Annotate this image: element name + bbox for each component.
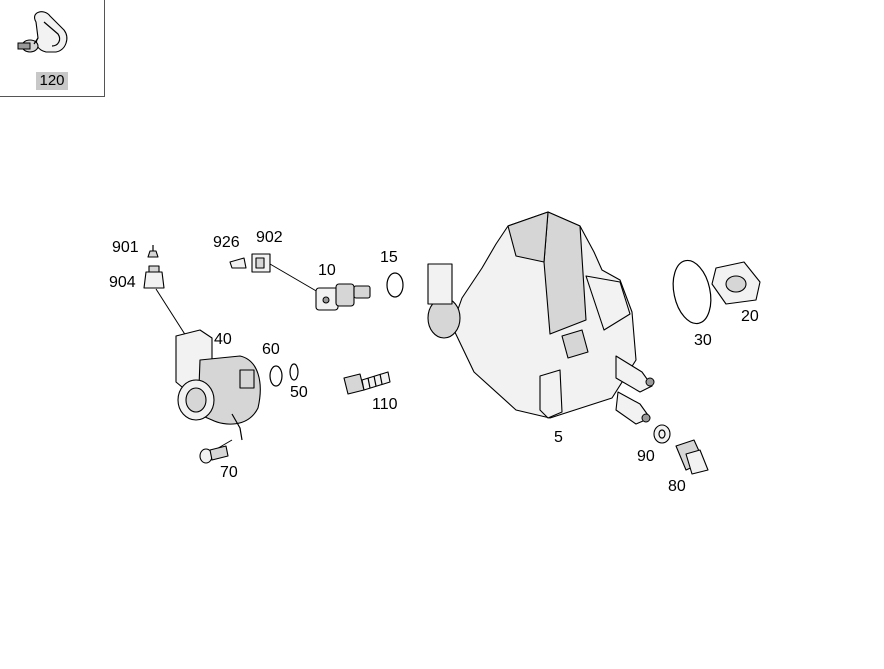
callout-110[interactable]: 110 xyxy=(372,396,398,413)
hose-clamp-icon xyxy=(17,11,68,53)
part-80-fitting[interactable] xyxy=(675,439,709,475)
part-70-screw[interactable] xyxy=(199,445,229,464)
callout-50[interactable]: 50 xyxy=(290,384,308,401)
callout-40[interactable]: 40 xyxy=(214,331,232,348)
callout-20[interactable]: 20 xyxy=(741,308,759,325)
part-90-washer[interactable] xyxy=(653,424,671,444)
part-902-connector[interactable] xyxy=(251,253,271,273)
callout-15[interactable]: 15 xyxy=(380,249,398,266)
callout-926[interactable]: 926 xyxy=(213,234,240,251)
callout-901[interactable]: 901 xyxy=(112,239,139,256)
part-5-high-pressure-pump[interactable] xyxy=(427,211,655,425)
callout-904[interactable]: 904 xyxy=(109,274,136,291)
callout-60[interactable]: 60 xyxy=(262,341,280,358)
leader-902 xyxy=(269,263,319,293)
part-50-o-ring[interactable] xyxy=(289,363,299,381)
part-901-plug[interactable] xyxy=(147,245,159,258)
callout-80[interactable]: 80 xyxy=(668,478,686,495)
callout-10[interactable]: 10 xyxy=(318,262,336,279)
inset-panel: 120 xyxy=(0,0,105,97)
callout-5[interactable]: 5 xyxy=(554,429,563,446)
callout-70[interactable]: 70 xyxy=(220,464,238,481)
part-10-sensor[interactable] xyxy=(315,283,371,311)
part-20-cover[interactable] xyxy=(711,261,761,305)
part-110-bolt[interactable] xyxy=(343,371,391,395)
callout-30[interactable]: 30 xyxy=(694,332,712,349)
part-904-connector[interactable] xyxy=(143,265,165,289)
part-40-pressure-regulator[interactable] xyxy=(175,329,261,441)
part-926-seal[interactable] xyxy=(229,257,247,269)
part-30-o-ring[interactable] xyxy=(668,257,717,327)
callout-90[interactable]: 90 xyxy=(637,448,655,465)
leader-904 xyxy=(155,288,187,337)
part-60-o-ring[interactable] xyxy=(269,365,283,387)
part-15-o-ring[interactable] xyxy=(386,272,404,298)
callout-902[interactable]: 902 xyxy=(256,229,283,246)
inset-part-number[interactable]: 120 xyxy=(36,72,68,90)
